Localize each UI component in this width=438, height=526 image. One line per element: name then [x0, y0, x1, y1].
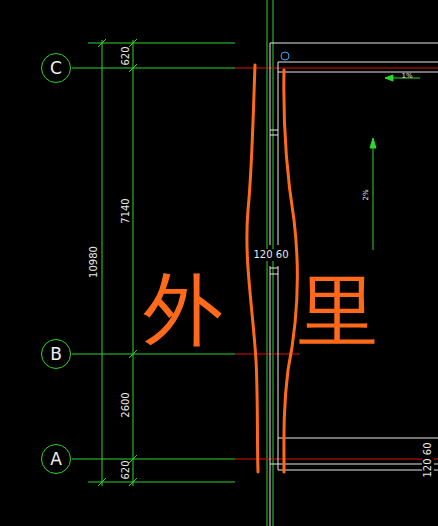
- handwritten-note: 外: [143, 270, 223, 350]
- dimension-text: 620: [121, 460, 131, 479]
- dimension-text: 2600: [121, 392, 131, 417]
- slope-text: 2%: [363, 189, 370, 200]
- wall-thickness: 120 60: [422, 442, 434, 479]
- dimension-text: 7140: [121, 198, 131, 223]
- handwritten-note: 里: [298, 272, 378, 352]
- axis-letter: B: [50, 346, 62, 363]
- dimension-text: 620: [121, 46, 131, 65]
- axis-bubble: C: [41, 53, 71, 83]
- axis-letter: C: [50, 60, 62, 77]
- axis-bubble: A: [41, 444, 71, 474]
- axis-letter: A: [50, 451, 62, 468]
- wall-thickness: 120 60: [253, 249, 290, 261]
- dimension-text: 10980: [89, 246, 99, 278]
- axis-bubble: B: [41, 339, 71, 369]
- slope-text: 1%: [401, 73, 412, 80]
